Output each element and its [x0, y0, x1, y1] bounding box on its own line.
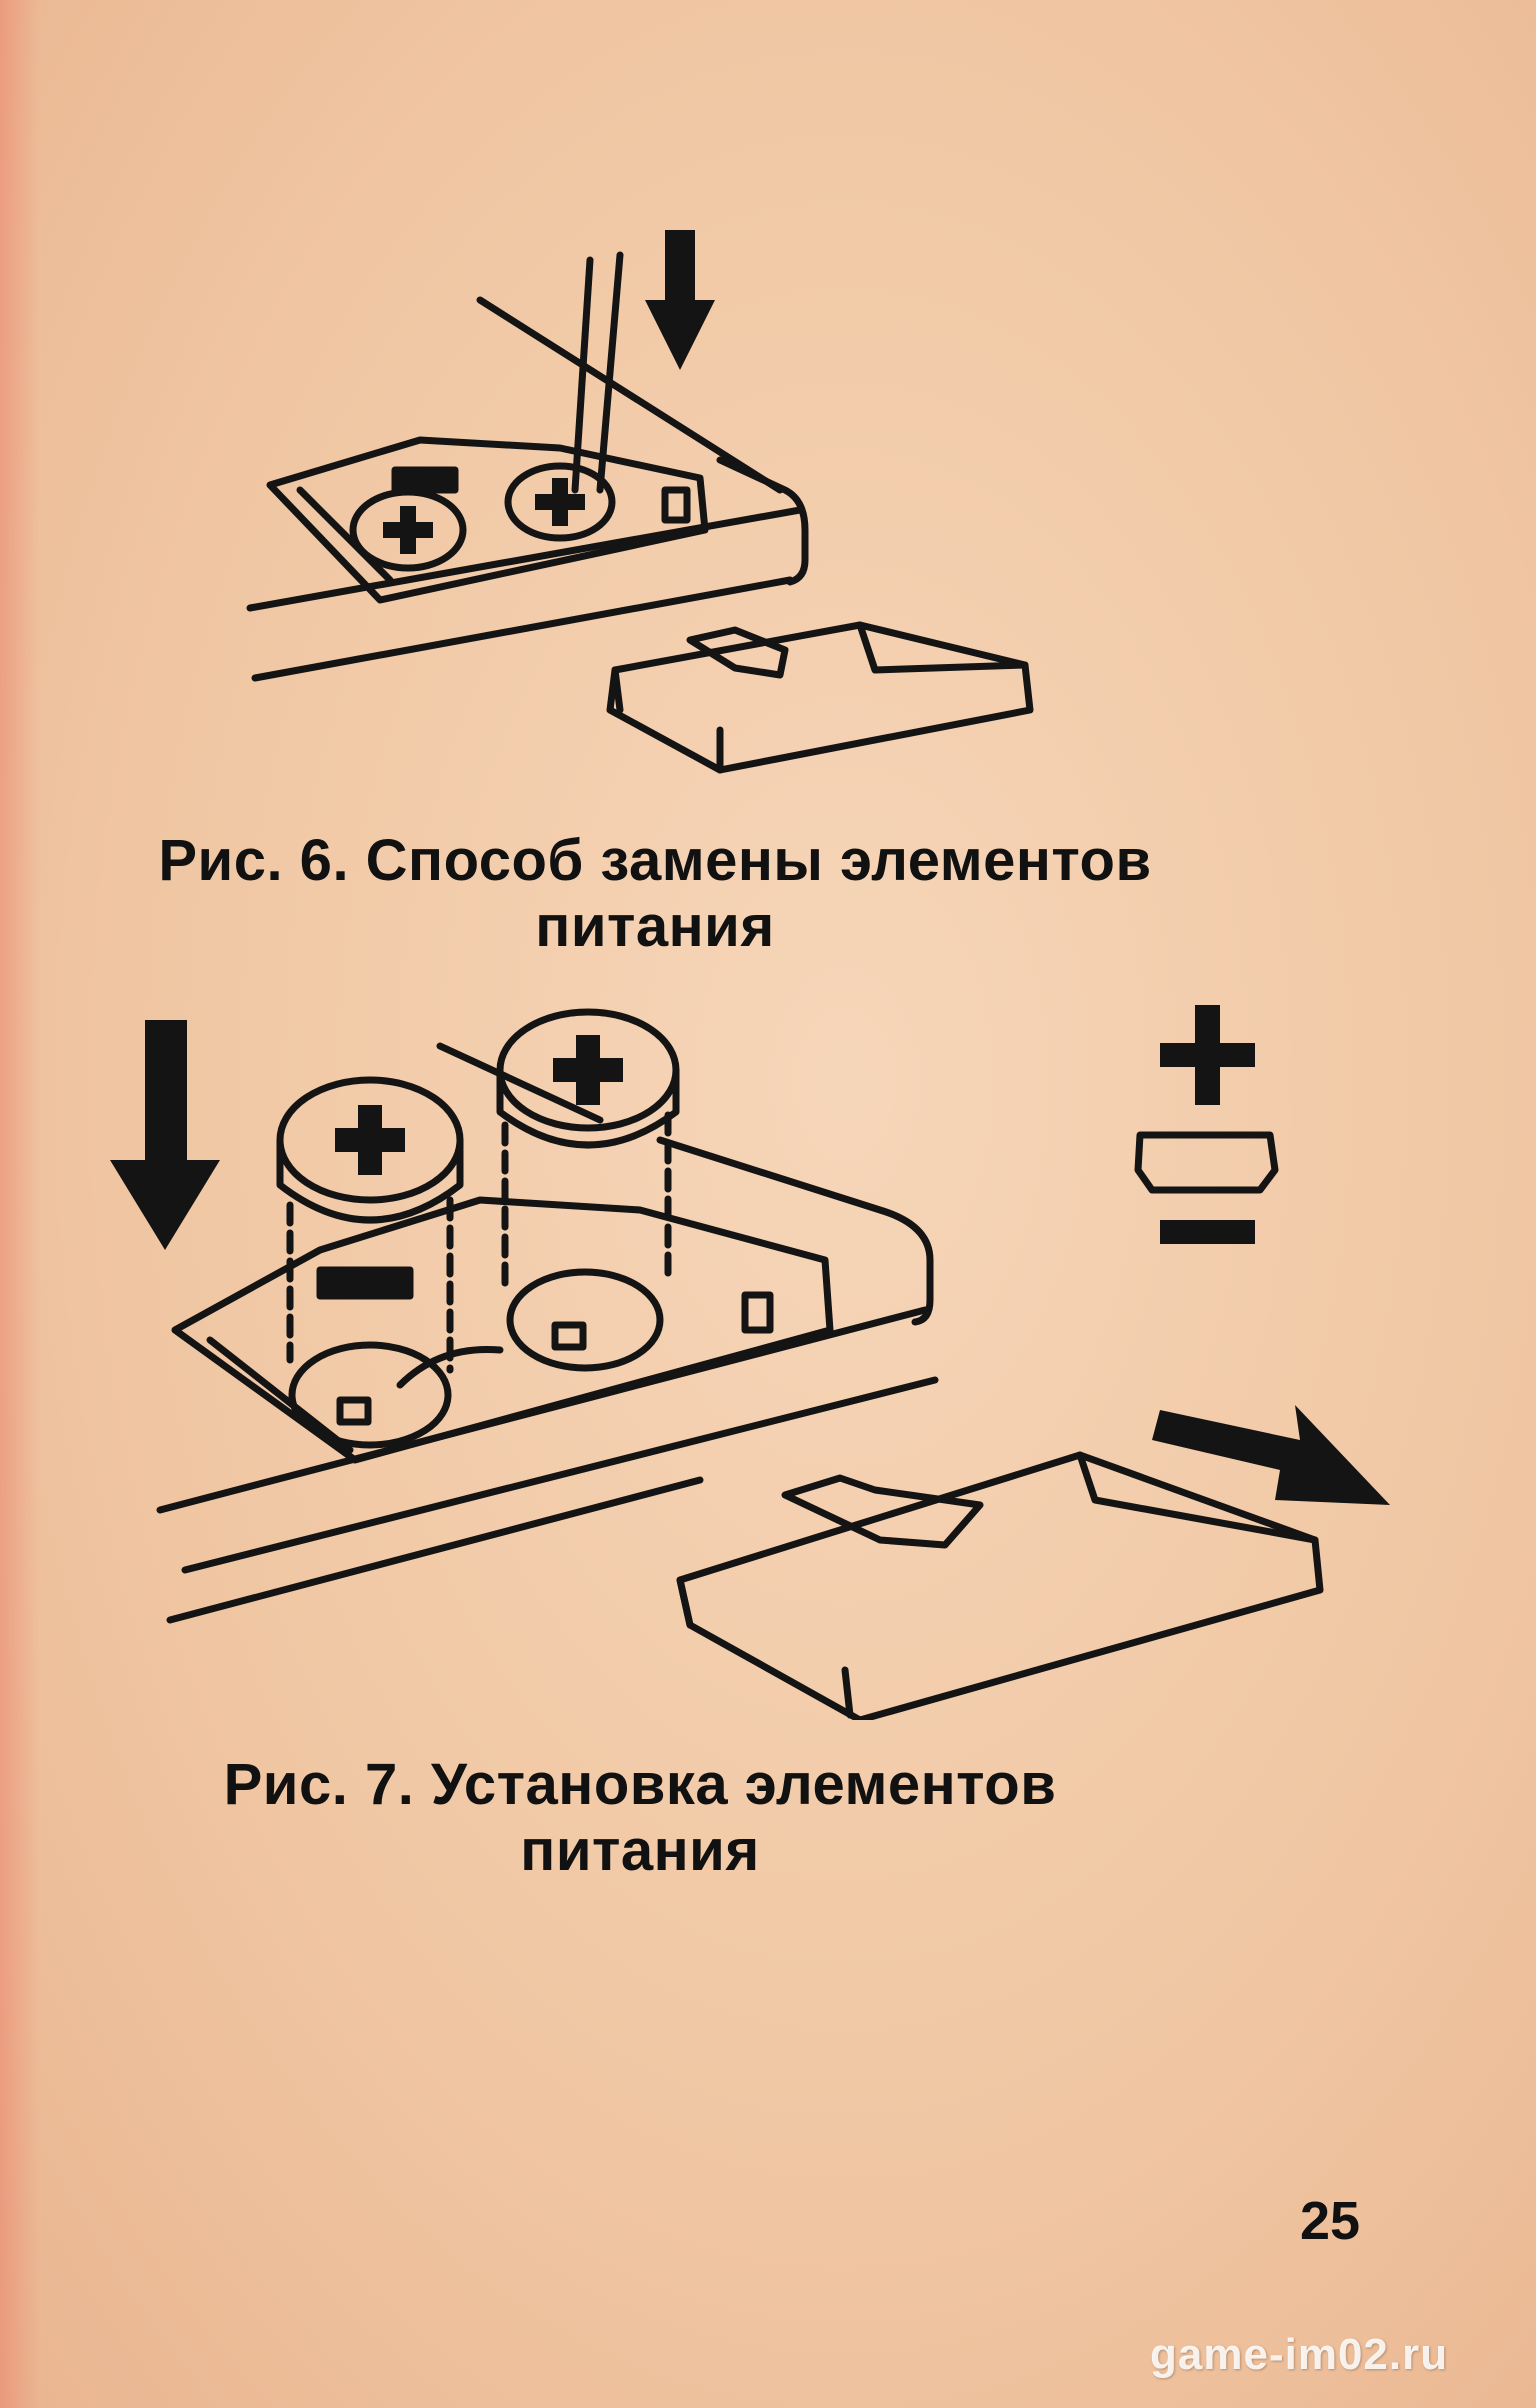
- plus-mark: [552, 478, 568, 526]
- figure-7-caption: Рис. 7. Установка элементов питания: [190, 1752, 1090, 1884]
- device-edge-line: [251, 576, 794, 682]
- figure-6-illustration: [0, 200, 1536, 820]
- figure-6-caption: Рис. 6. Способ замены элементов питания: [150, 828, 1160, 960]
- device-top-line: [436, 1042, 604, 1124]
- battery-well-left: [288, 1341, 452, 1449]
- battery-compartment: [266, 436, 709, 604]
- figure-7-caption-line1: Рис. 7. Установка элементов: [223, 1752, 1057, 1817]
- figure-6-caption-line2: питания: [535, 894, 775, 959]
- tweezers-line: [571, 256, 594, 494]
- battery-compartment: [171, 1196, 834, 1464]
- watermark: game-im02.ru: [1150, 2330, 1449, 2379]
- slide-arrow-icon: [1152, 1405, 1390, 1505]
- battery-right: [504, 462, 616, 542]
- down-arrow-icon: [110, 1020, 220, 1250]
- page-edge: [0, 0, 40, 2408]
- plus-mark: [358, 1105, 382, 1175]
- device-edge-line: [246, 506, 804, 612]
- polarity-battery-icon: [1134, 1131, 1279, 1194]
- device-edge-line: [166, 1476, 704, 1624]
- minus-sign-icon: [1160, 1220, 1255, 1244]
- device-top-line: [476, 296, 784, 494]
- plus-mark: [576, 1035, 600, 1105]
- battery-cover: [606, 621, 1034, 774]
- battery-well-right: [506, 1268, 664, 1372]
- down-arrow-icon: [645, 230, 715, 370]
- plus-mark: [400, 506, 416, 554]
- figure-7-illustration: [0, 1000, 1536, 1720]
- figure-6-drawing: [246, 230, 1034, 774]
- page-number: 25: [1300, 2191, 1361, 2251]
- plus-sign-icon: [1195, 1005, 1220, 1105]
- tweezers-line: [596, 251, 624, 494]
- device-edge-line: [181, 1376, 939, 1574]
- battery-cover: [676, 1451, 1324, 1720]
- figure-7-drawing: [110, 1005, 1390, 1720]
- figure-6-caption-line1: Рис. 6. Способ замены элементов: [158, 828, 1152, 893]
- figure-7-caption-line2: питания: [520, 1818, 760, 1883]
- device-corner: [656, 1136, 934, 1326]
- device-corner: [716, 456, 809, 586]
